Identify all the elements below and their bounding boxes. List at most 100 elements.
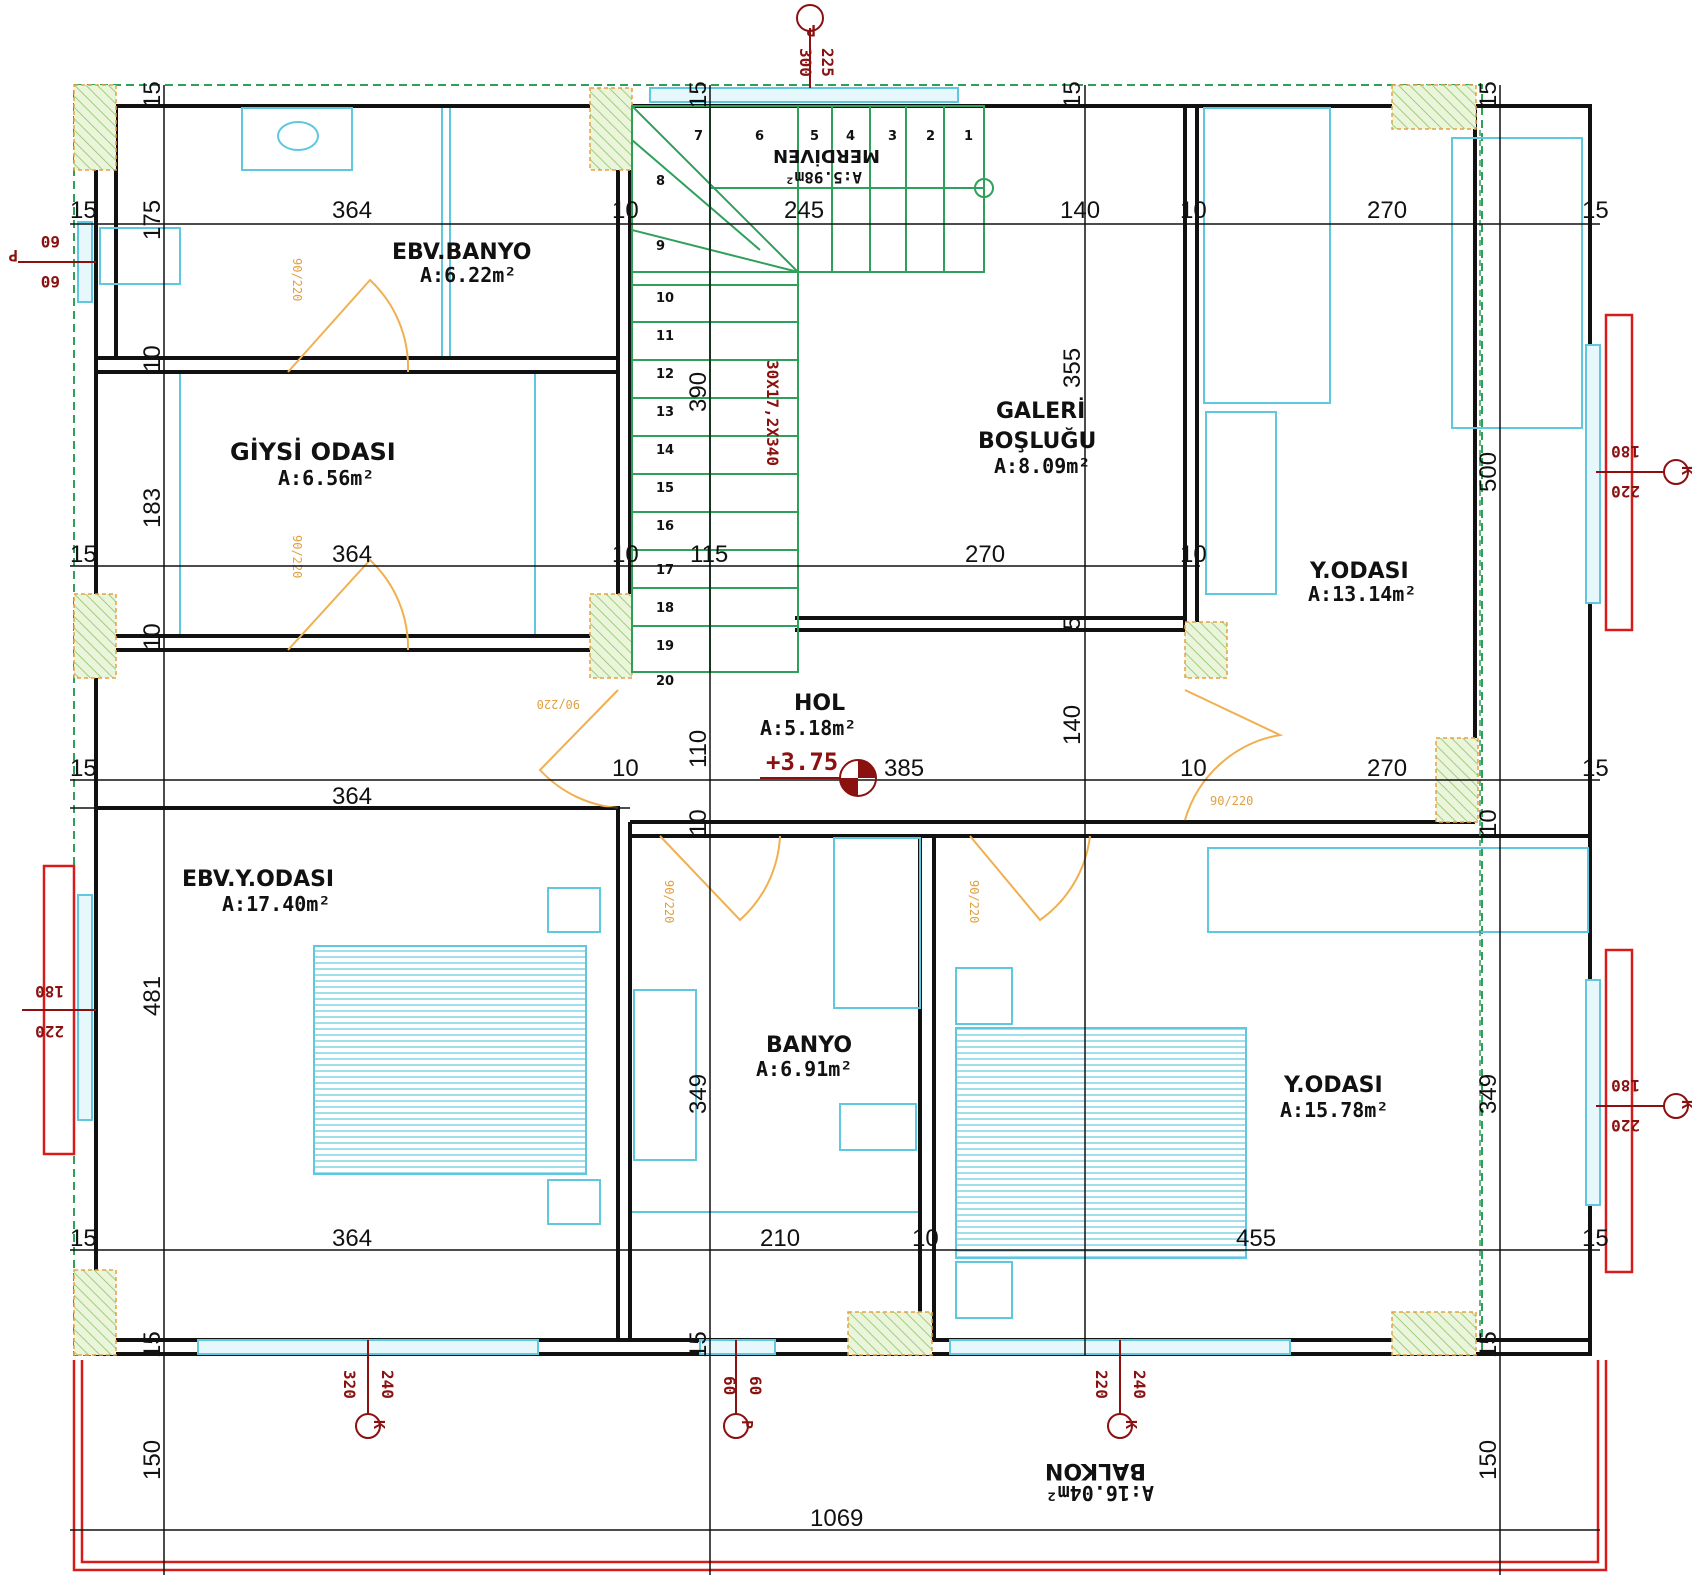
room-labels: EBV.BANYO A:6.22m² GİYSİ ODASI A:6.56m² … xyxy=(182,145,1416,1505)
nightstand-icon xyxy=(955,1261,1013,1319)
room-balkon-area: A:16.04m² xyxy=(1046,1481,1154,1505)
dim-v-15d: 15 xyxy=(1475,81,1502,108)
dim-r1-5: 10 xyxy=(1180,197,1207,224)
dim-v-15b: 15 xyxy=(685,81,712,108)
window-marker-bottom-right-b: 240 xyxy=(1130,1370,1149,1399)
room-galeri-name-2: BOŞLUĞU xyxy=(978,428,1096,454)
room-balkon-name: BALKON xyxy=(1045,1458,1146,1483)
stair-step-9: 9 xyxy=(656,239,665,254)
dim-r3-5: 10 xyxy=(1180,755,1207,782)
window-marker-bottom-mid-b: 60 xyxy=(746,1376,765,1395)
window-marker-left-upper-t: 60 xyxy=(41,232,60,251)
toilet-icon xyxy=(99,227,181,285)
stair-step-4: 4 xyxy=(846,129,855,144)
dim-r4-0: 15 xyxy=(70,1225,97,1252)
window-marker-bottom-left-letter: K xyxy=(370,1420,388,1429)
stair-step-1: 1 xyxy=(964,129,973,144)
dim-r3-2: 10 xyxy=(612,755,639,782)
dim-v-15f: 15 xyxy=(685,1331,712,1358)
vertical-dimension-texts: 175 10 183 10 390 355 500 5 140 110 10 4… xyxy=(139,81,1502,1480)
sink-basin-icon xyxy=(277,121,319,151)
room-y-odasi-1-area: A:13.14m² xyxy=(1308,582,1416,606)
dim-v-140: 140 xyxy=(1059,705,1086,745)
dim-r1-6: 270 xyxy=(1367,197,1407,224)
dim-r3-4: 385 xyxy=(884,755,924,782)
double-bed-icon xyxy=(955,1027,1247,1259)
dim-r3-6: 270 xyxy=(1367,755,1407,782)
room-banyo-name: BANYO xyxy=(766,1033,852,1058)
window-marker-right-lower-letter: K xyxy=(1678,1100,1692,1109)
window-marker-top-t: 300 xyxy=(796,48,815,77)
stair-step-15: 15 xyxy=(656,481,674,496)
dim-r1-4: 140 xyxy=(1060,197,1100,224)
room-ebv-y-name: EBV.Y.ODASI xyxy=(182,867,334,892)
stair-step-7: 7 xyxy=(694,129,703,144)
window-marker-right-upper: K 180 220 xyxy=(1596,442,1692,501)
door-label-y-odasi-1: 90/220 xyxy=(1210,794,1253,808)
window-marker-bottom-right: K 220 240 xyxy=(1092,1340,1149,1439)
window-marker-bottom-left: K 320 240 xyxy=(340,1340,397,1439)
room-banyo-area: A:6.91m² xyxy=(756,1057,852,1081)
dim-r2-4: 270 xyxy=(965,541,1005,568)
dim-r1-3: 245 xyxy=(784,197,824,224)
room-galeri-name-1: GALERİ xyxy=(996,398,1085,424)
level-marker xyxy=(760,759,877,797)
stair-step-18: 18 xyxy=(656,601,674,616)
dim-v-183: 183 xyxy=(139,488,166,528)
dim-total-width: 1069 xyxy=(810,1505,863,1532)
dim-v-150a: 150 xyxy=(139,1440,166,1480)
dimension-lines xyxy=(70,85,1600,1575)
window-marker-bottom-left-b: 240 xyxy=(378,1370,397,1399)
window-marker-bottom-left-t: 320 xyxy=(340,1370,359,1399)
dim-v-390: 390 xyxy=(685,372,712,412)
dim-v-349b: 349 xyxy=(1475,1074,1502,1114)
window-markers: P 300 225 P 60 60 K 180 220 180 220 xyxy=(8,4,1692,1439)
wardrobe-icon xyxy=(1205,411,1277,595)
columns xyxy=(73,84,1479,1356)
furniture xyxy=(99,107,1589,1319)
stair-step-5: 5 xyxy=(810,129,819,144)
sink-icon xyxy=(241,107,353,171)
dim-r3b-0: 364 xyxy=(332,783,372,810)
window-marker-left-upper-b: 60 xyxy=(41,272,60,291)
room-hol-area: A:5.18m² xyxy=(760,716,856,740)
dim-r2-1: 364 xyxy=(332,541,372,568)
dim-r1-0: 15 xyxy=(70,197,97,224)
window-marker-left-lower: 180 220 xyxy=(22,982,96,1041)
window-marker-top-letter: P xyxy=(806,21,816,40)
dim-r4-1: 364 xyxy=(332,1225,372,1252)
stair-step-2: 2 xyxy=(926,129,935,144)
dim-r4-5: 15 xyxy=(1582,1225,1609,1252)
dim-v-10a: 10 xyxy=(139,345,166,372)
toilet-icon xyxy=(839,1103,917,1151)
room-giysi-area: A:6.56m² xyxy=(278,466,374,490)
door-label-giysi: 90/220 xyxy=(290,535,304,578)
stair-step-20: 20 xyxy=(656,674,674,689)
level-value: +3.75 xyxy=(766,748,838,776)
dim-r3-0: 15 xyxy=(70,755,97,782)
dim-r1-7: 15 xyxy=(1582,197,1609,224)
window-marker-bottom-right-letter: K xyxy=(1122,1420,1140,1429)
stair-step-16: 16 xyxy=(656,519,674,534)
stair-step-14: 14 xyxy=(656,443,674,458)
room-y-odasi-2-name: Y.ODASI xyxy=(1283,1073,1383,1098)
stair-step-12: 12 xyxy=(656,367,674,382)
double-bed-icon xyxy=(313,945,587,1175)
dim-v-175: 175 xyxy=(139,200,166,240)
wardrobe-icon xyxy=(1207,847,1589,933)
dim-r2-5: 10 xyxy=(1180,541,1207,568)
room-galeri-area: A:8.09m² xyxy=(994,454,1090,478)
dim-r2-0: 15 xyxy=(70,541,97,568)
window-marker-top-b: 225 xyxy=(818,48,837,77)
window-marker-bottom-mid-letter: P xyxy=(738,1420,756,1429)
stair-note: 30X17,2X340 xyxy=(763,360,782,466)
stair-step-19: 19 xyxy=(656,639,674,654)
room-y-odasi-1-name: Y.ODASI xyxy=(1309,559,1409,584)
room-ebv-y-area: A:17.40m² xyxy=(222,892,330,916)
dim-v-10d: 10 xyxy=(1475,809,1502,836)
dim-v-500: 500 xyxy=(1475,452,1502,492)
door-label-banyo: 90/220 xyxy=(662,880,676,923)
doors xyxy=(287,278,1284,922)
balcony-rail xyxy=(42,313,1634,1572)
